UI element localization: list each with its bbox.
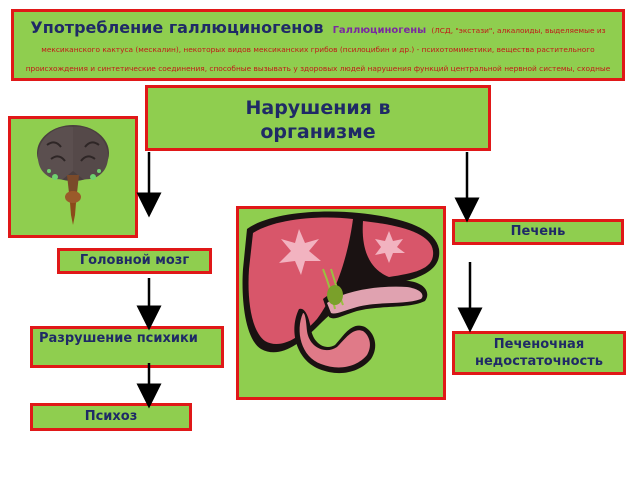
center-line-2: организме <box>260 121 376 143</box>
brain-icon <box>37 125 109 225</box>
node-brain: Головной мозг <box>57 248 212 274</box>
node-liver: Печень <box>452 219 624 245</box>
brain-image-box <box>8 116 138 238</box>
node-psyche-destruction: Разрушение психики <box>30 326 224 368</box>
center-line-1: Нарушения в <box>245 97 391 119</box>
node-liver-failure: Печеночная недостаточность <box>452 331 626 375</box>
center-box: Нарушения в организме <box>145 85 491 151</box>
page-title: Употребление галлюциногенов <box>30 18 324 37</box>
liver-image-box <box>236 206 446 400</box>
title-box: Употребление галлюциногенов Галлюциноген… <box>11 9 625 92</box>
title-subtitle: Галлюциногены <box>332 25 427 36</box>
node-psychosis: Психоз <box>30 403 192 431</box>
liver-pancreas-icon <box>242 211 440 374</box>
